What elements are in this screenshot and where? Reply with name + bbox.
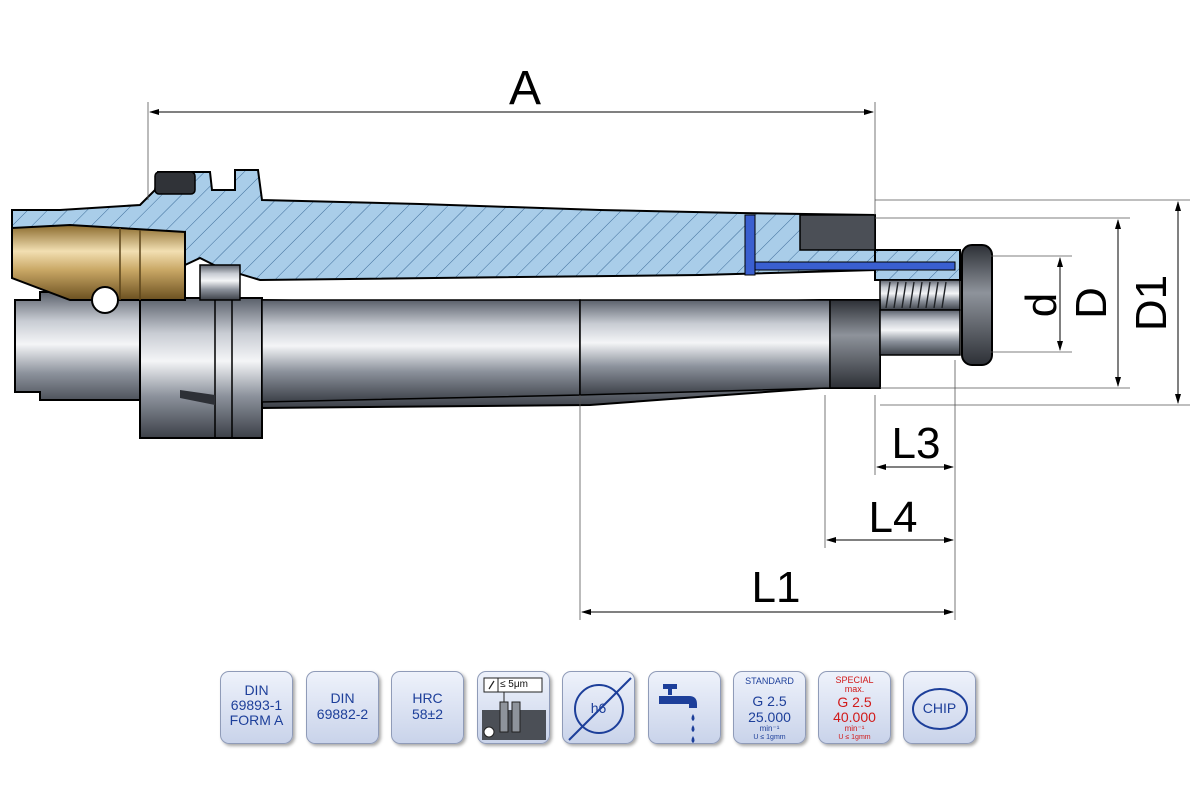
badge-standard-grade: G 2.5 — [752, 693, 787, 709]
badge-h6-label: h6 — [590, 700, 607, 716]
badge-hrc-line2: 58±2 — [411, 706, 444, 722]
badge-special-speed: 40.000 — [833, 709, 876, 725]
badge-standard-balancing: STANDARD G 2.5 25.000 min⁻¹ U ≤ 1gmm — [733, 671, 806, 744]
badge-standard-speed: 25.000 — [748, 709, 791, 725]
dim-label-L1: L1 — [752, 563, 801, 612]
badge-h6-tolerance: h6 — [562, 671, 635, 744]
pull-stud-shaft — [261, 299, 831, 403]
badge-chip: CHIP — [903, 671, 976, 744]
dim-label-d: d — [1017, 293, 1066, 317]
badge-din-69893-line3: FORM A — [229, 712, 284, 728]
badge-din-69882: DIN 69882-2 — [306, 671, 379, 744]
badge-special-grade: G 2.5 — [837, 694, 872, 710]
badge-runout-label: ≤ 5μm — [500, 679, 528, 690]
adjustment-knob — [961, 244, 993, 366]
key-slot — [154, 171, 196, 195]
end-sleeve — [879, 309, 961, 356]
badge-special-unit: min⁻¹ — [844, 724, 865, 733]
badge-din-69893-line2: 69893-1 — [230, 697, 283, 713]
dim-label-D: D — [1067, 287, 1116, 319]
dim-label-D1: D1 — [1127, 275, 1176, 331]
badge-din-69893: DIN 69893-1 FORM A — [220, 671, 293, 744]
dim-label-L3: L3 — [892, 419, 941, 468]
runout-icon — [482, 677, 546, 740]
badge-hrc: HRC 58±2 — [391, 671, 464, 744]
drive-pin — [91, 286, 119, 314]
badge-standard-note: U ≤ 1gmm — [753, 734, 786, 741]
clamp-nut — [799, 214, 876, 251]
badge-hrc-line1: HRC — [412, 690, 443, 706]
badge-coolant — [648, 671, 721, 744]
threaded-rod — [199, 264, 961, 311]
coolant-channel — [744, 214, 756, 276]
tool-holder-drawing: A d D D1 L3 L4 L1 — [11, 62, 1190, 620]
dim-label-A: A — [509, 62, 541, 115]
dim-label-L4: L4 — [869, 493, 918, 542]
bushing — [829, 299, 881, 389]
extension-lines — [147, 102, 1190, 620]
badge-standard-unit: min⁻¹ — [759, 724, 780, 733]
coolant-line — [754, 261, 956, 271]
badge-din-69882-line2: 69882-2 — [316, 706, 369, 722]
badge-din-69893-line1: DIN — [244, 682, 269, 698]
badge-special-title: SPECIAL — [835, 675, 874, 685]
badge-special-prefix: max. — [844, 684, 865, 694]
brass-clamp-sleeve — [11, 223, 186, 301]
tolerance-circle-icon — [568, 677, 632, 741]
badge-din-69882-line1: DIN — [330, 690, 355, 706]
badge-special-note: U ≤ 1gmm — [838, 734, 871, 741]
coolant-tap-icon — [659, 684, 697, 743]
chip-oval-icon — [912, 688, 968, 730]
dimension-lines — [149, 109, 1181, 615]
badge-chip-label: CHIP — [922, 700, 957, 716]
badge-standard-title: STANDARD — [745, 676, 794, 686]
badge-special-balancing: SPECIAL max. G 2.5 40.000 min⁻¹ U ≤ 1gmm — [818, 671, 891, 744]
badge-runout: ≤ 5μm — [477, 671, 550, 744]
